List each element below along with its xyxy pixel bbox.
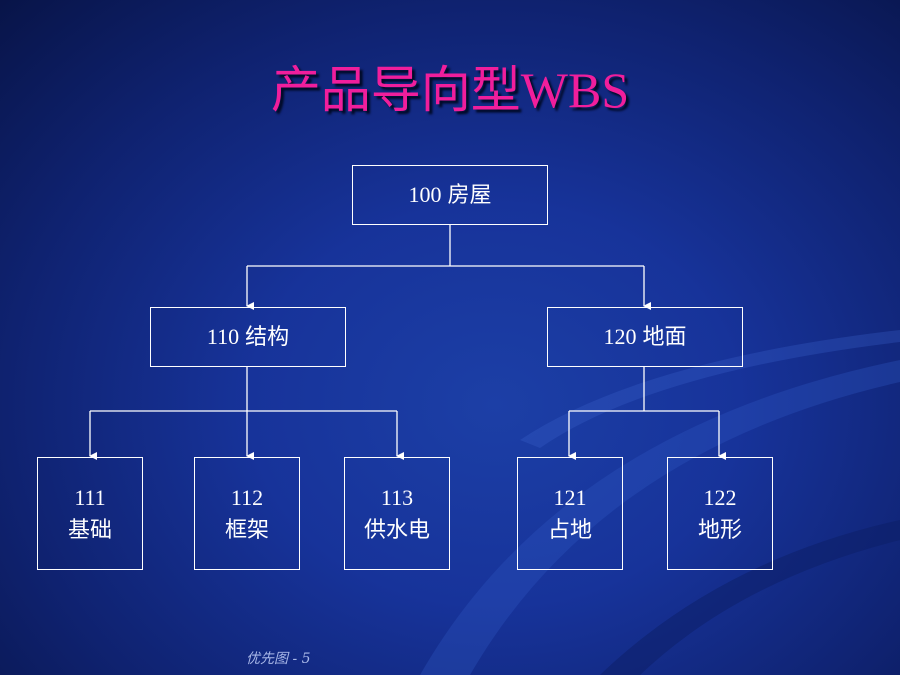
node-121-name: 占地: [547, 516, 592, 542]
node-100-name: 房屋: [447, 182, 492, 207]
node-113-name: 供水电: [363, 516, 430, 542]
node-100: 100 房屋: [352, 165, 548, 225]
node-122-name: 地形: [697, 516, 742, 542]
node-111-name: 基础: [67, 516, 112, 542]
node-100-code: 100: [408, 182, 442, 207]
node-120: 120 地面: [547, 307, 743, 367]
node-110-code: 110: [206, 324, 240, 349]
node-121-code: 121: [553, 484, 587, 510]
node-112: 112 框架: [194, 457, 300, 570]
node-111-code: 111: [74, 484, 106, 510]
node-111: 111 基础: [37, 457, 143, 570]
node-112-code: 112: [230, 484, 264, 510]
node-110: 110 结构: [150, 307, 346, 367]
node-112-name: 框架: [224, 516, 269, 542]
slide-footer: 优先图 - 5: [246, 651, 311, 667]
node-120-name: 地面: [642, 324, 687, 349]
node-122-code: 122: [703, 484, 737, 510]
node-113-code: 113: [380, 484, 414, 510]
node-121: 121 占地: [517, 457, 623, 570]
node-120-code: 120: [603, 324, 637, 349]
node-110-name: 结构: [245, 324, 290, 349]
slide-title: 产品导向型WBS: [270, 62, 630, 118]
node-122: 122 地形: [667, 457, 773, 570]
node-113: 113 供水电: [344, 457, 450, 570]
